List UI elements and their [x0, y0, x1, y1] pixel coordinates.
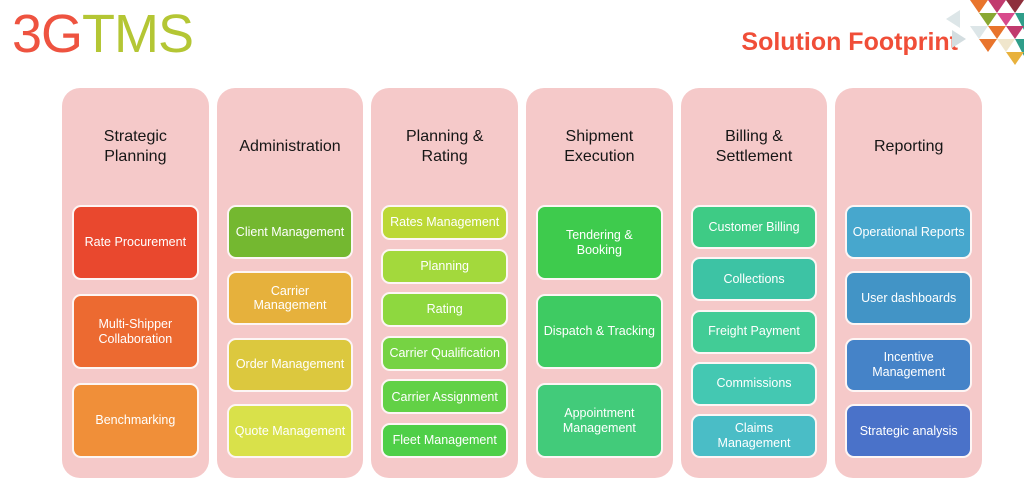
card-strategic-analysis: Strategic analysis: [845, 403, 973, 458]
triangle-shape: [979, 39, 997, 52]
triangle-shape: [970, 26, 988, 39]
triangle-shape: [979, 13, 997, 26]
card-carrier-assignment: Carrier Assignment: [381, 379, 509, 415]
triangle-shape: [988, 26, 1006, 39]
card-benchmarking: Benchmarking: [72, 383, 199, 458]
card-freight-payment: Freight Payment: [690, 309, 818, 354]
column-title: Shipment Execution: [564, 127, 635, 165]
column-title: Reporting: [874, 137, 944, 155]
triangle-shape: [997, 39, 1015, 52]
card-collections: Collections: [690, 257, 818, 302]
card-client-management: Client Management: [226, 205, 354, 259]
card-rates-management: Rates Management: [381, 205, 509, 240]
card-carrier-qualification: Carrier Qualification: [381, 335, 509, 371]
card-fleet-management: Fleet Management: [381, 422, 509, 458]
triangle-shape: [1006, 26, 1024, 39]
card-appointment-management: Appointment Management: [536, 383, 663, 458]
card-planning: Planning: [381, 248, 509, 284]
card-commissions: Commissions: [690, 361, 818, 406]
column-title: Planning & Rating: [405, 127, 484, 165]
card-carrier-management: Carrier Management: [226, 271, 354, 326]
card-operational-reports: Operational Reports: [845, 205, 973, 259]
card-claims-management: Claims Management: [690, 414, 818, 458]
card-rate-procurement: Rate Procurement: [72, 205, 199, 280]
triangle-shape: [1015, 39, 1024, 56]
card-dispatch-tracking: Dispatch & Tracking: [536, 294, 663, 369]
card-user-dashboards: User dashboards: [845, 271, 973, 326]
column-title: Administration: [239, 137, 341, 155]
card-order-management: Order Management: [226, 337, 354, 392]
triangle-shape: [970, 0, 988, 13]
card-multi-shipper-collaboration: Multi-Shipper Collaboration: [72, 294, 199, 369]
triangle-shape: [988, 0, 1006, 13]
triangle-shape: [952, 30, 966, 48]
triangle-shape: [1006, 52, 1024, 65]
card-rating: Rating: [381, 292, 509, 328]
logo-part-3g: 3G: [12, 4, 83, 64]
card-incentive-management: Incentive Management: [845, 337, 973, 392]
column-title: Strategic Planning: [103, 127, 167, 165]
triangle-shape: [946, 10, 960, 28]
triangle-shape: [1015, 13, 1024, 30]
logo-part-tms: TMS: [82, 4, 194, 64]
triangle-mosaic-decoration: [946, 0, 1024, 65]
page-title: Solution Footprint: [741, 28, 958, 56]
triangle-shape: [997, 13, 1015, 26]
triangle-shape: [1006, 0, 1024, 13]
card-customer-billing: Customer Billing: [690, 205, 818, 249]
card-tendering-booking: Tendering & Booking: [536, 205, 663, 280]
company-logo: 3GTMS: [12, 0, 194, 68]
card-quote-management: Quote Management: [226, 403, 354, 458]
column-title: Billing & Settlement: [715, 127, 793, 165]
